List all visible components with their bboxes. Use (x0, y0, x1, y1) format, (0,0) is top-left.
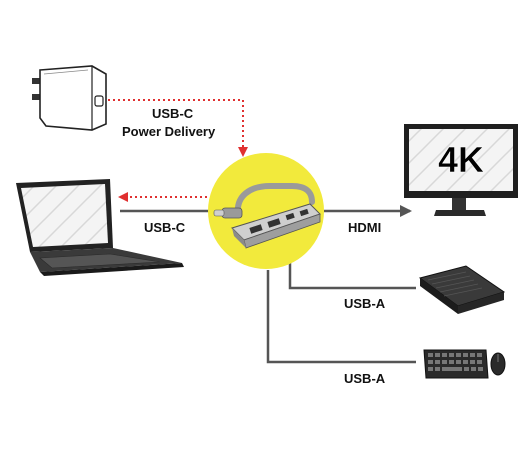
keyboard-line (266, 270, 416, 364)
power-label-line1: USB-C (152, 106, 194, 121)
power-delivery-line (108, 99, 248, 157)
laptop-icon (16, 179, 184, 276)
power-adapter-icon (32, 65, 107, 131)
drive-line (288, 262, 416, 290)
keyboard-usba-label: USB-A (344, 371, 386, 386)
laptop-usbc-label: USB-C (144, 220, 186, 235)
external-drive-icon (418, 265, 506, 314)
monitor-icon: 4K (404, 124, 518, 216)
usb-hub-icon (208, 153, 324, 269)
power-label-line2: Power Delivery (122, 124, 216, 139)
monitor-4k-label: 4K (438, 139, 484, 180)
drive-usba-label: USB-A (344, 296, 386, 311)
keyboard-mouse-icon (423, 349, 506, 379)
hdmi-label: HDMI (348, 220, 382, 235)
